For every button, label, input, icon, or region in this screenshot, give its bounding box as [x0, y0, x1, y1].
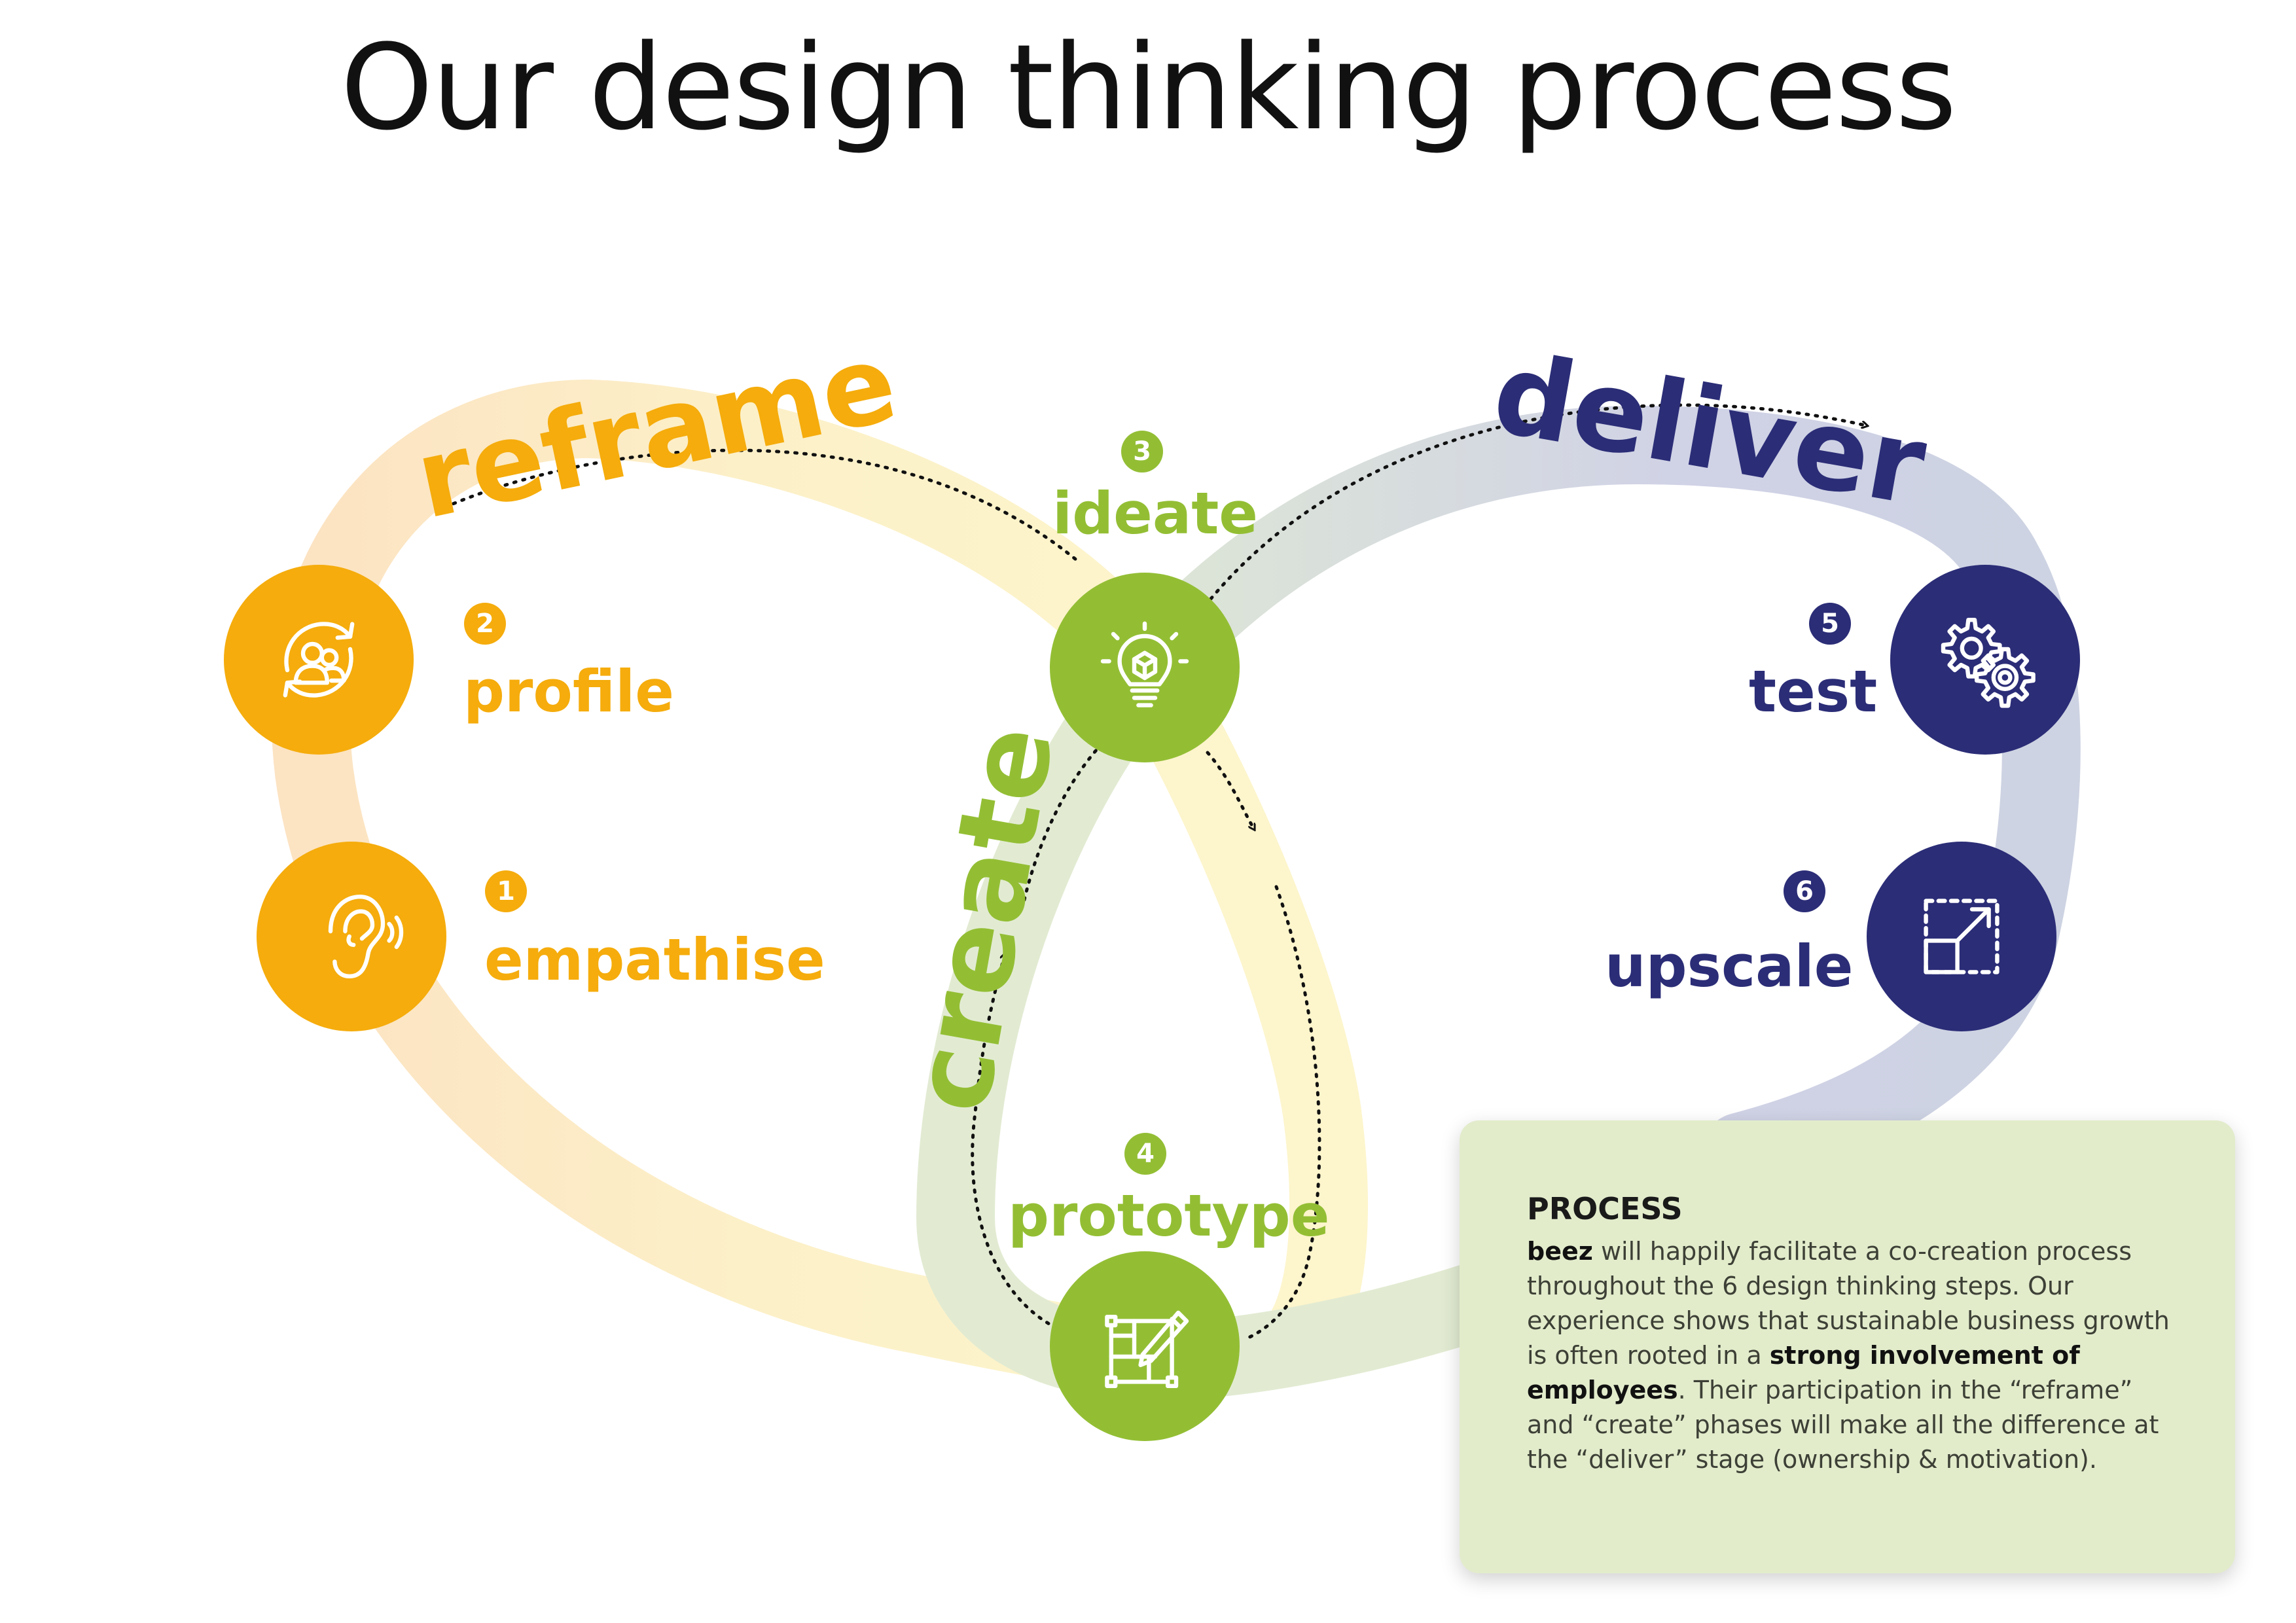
- panel-text-1: will happily facilitate a co-creation pr…: [1527, 1237, 2170, 1370]
- ideate-down-arrow: [1206, 751, 1253, 828]
- step-2-label: profile: [463, 658, 674, 725]
- panel-body: beez will happily facilitate a co-creati…: [1527, 1234, 2173, 1477]
- profile-circle[interactable]: [224, 565, 414, 755]
- step-3-badge: 3: [1121, 431, 1163, 473]
- step-5-label: test: [1749, 658, 1878, 725]
- step-1-label: empathise: [484, 926, 825, 993]
- deliver-arrow: [1209, 403, 1865, 601]
- reframe-descent-band: [1106, 628, 1368, 1374]
- step-2-badge: 2: [464, 603, 506, 645]
- panel-emphasis: strong involvement of employees: [1527, 1341, 2080, 1404]
- ideate-circle[interactable]: [1050, 573, 1240, 762]
- empathise-circle[interactable]: [257, 842, 446, 1031]
- upscale-circle[interactable]: [1867, 842, 2056, 1031]
- create-dotted-segment: [1022, 738, 1108, 902]
- create-up-arrow: [971, 955, 1075, 1337]
- step-3-label: ideate: [1052, 480, 1258, 547]
- test-circle[interactable]: [1890, 565, 2080, 755]
- profile-cycle-icon: [283, 622, 355, 698]
- step-6-badge: 6: [1784, 870, 1825, 912]
- panel-brand: beez: [1527, 1237, 1593, 1266]
- upscale-icon: [1924, 899, 2000, 974]
- reframe-arrow: [443, 448, 1082, 565]
- prototype-draw-icon: [1105, 1310, 1189, 1388]
- step-6-label: upscale: [1605, 933, 1854, 1000]
- step-4-badge: 4: [1124, 1133, 1166, 1175]
- ear-icon: [328, 895, 404, 978]
- lightbulb-icon: [1100, 621, 1189, 707]
- step-1-badge: 1: [485, 870, 527, 912]
- panel-heading: PROCESS: [1527, 1191, 1683, 1226]
- step-5-badge: 5: [1809, 603, 1851, 645]
- page-title: Our design thinking process: [340, 20, 1957, 156]
- process-panel: PROCESS beez will happily facilitate a c…: [1460, 1120, 2235, 1573]
- prototype-return-arrow: [1245, 885, 1321, 1340]
- panel-text-2: . Their participation in the “reframe” a…: [1527, 1376, 2159, 1474]
- step-4-label: prototype: [1008, 1182, 1330, 1249]
- prototype-circle[interactable]: [1050, 1251, 1240, 1441]
- gears-icon: [1941, 618, 2036, 708]
